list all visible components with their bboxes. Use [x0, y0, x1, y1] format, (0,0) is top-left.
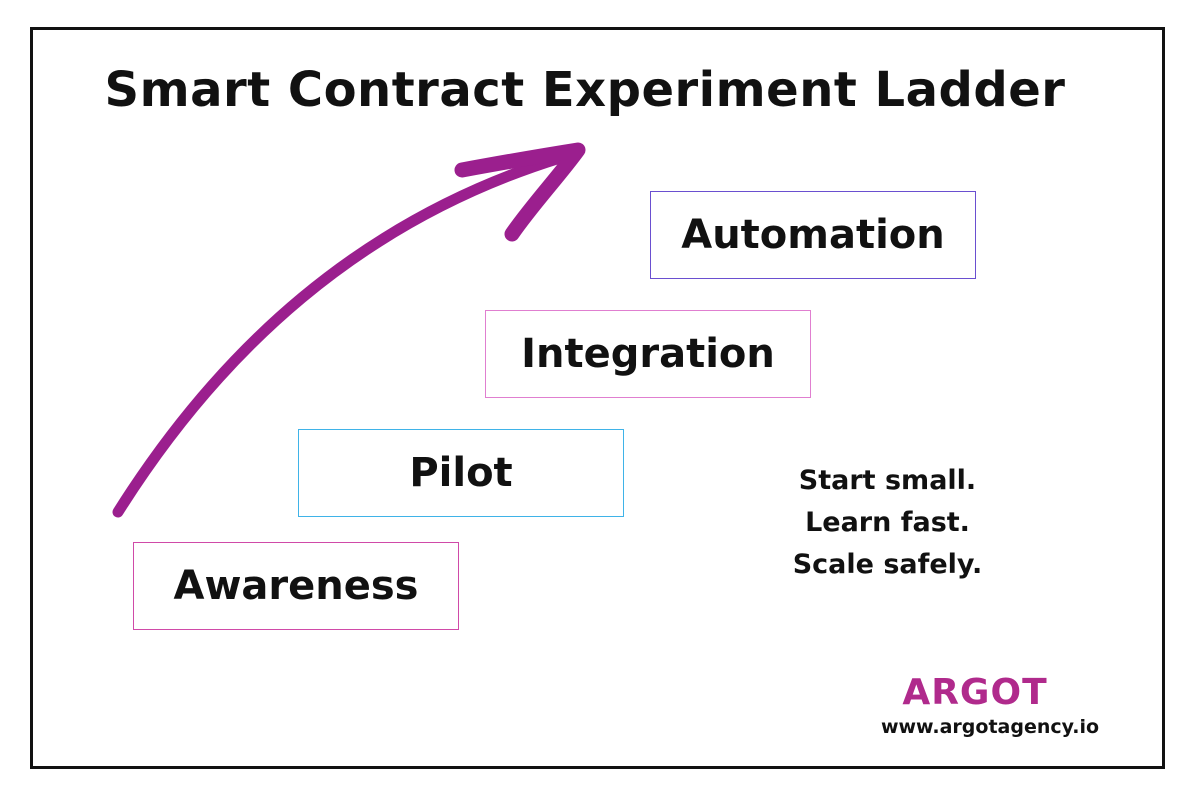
- tagline-line: Scale safely.: [792, 549, 983, 580]
- argot-logo: ARGOT: [902, 672, 1048, 713]
- website-url: www.argotagency.io: [880, 716, 1100, 738]
- step-automation: Automation: [650, 191, 976, 279]
- tagline-line: Learn fast.: [805, 507, 970, 538]
- step-integration: Integration: [485, 310, 811, 398]
- diagram-title: Smart Contract Experiment Ladder: [104, 62, 1066, 118]
- step-label: Awareness: [173, 563, 419, 609]
- step-label: Pilot: [409, 450, 513, 496]
- step-pilot: Pilot: [298, 429, 624, 517]
- diagram-frame: [30, 27, 1165, 769]
- tagline: Start small. Learn fast. Scale safely.: [760, 460, 1015, 586]
- step-awareness: Awareness: [133, 542, 459, 630]
- step-label: Automation: [681, 212, 945, 258]
- step-label: Integration: [521, 331, 775, 377]
- tagline-line: Start small.: [798, 465, 977, 496]
